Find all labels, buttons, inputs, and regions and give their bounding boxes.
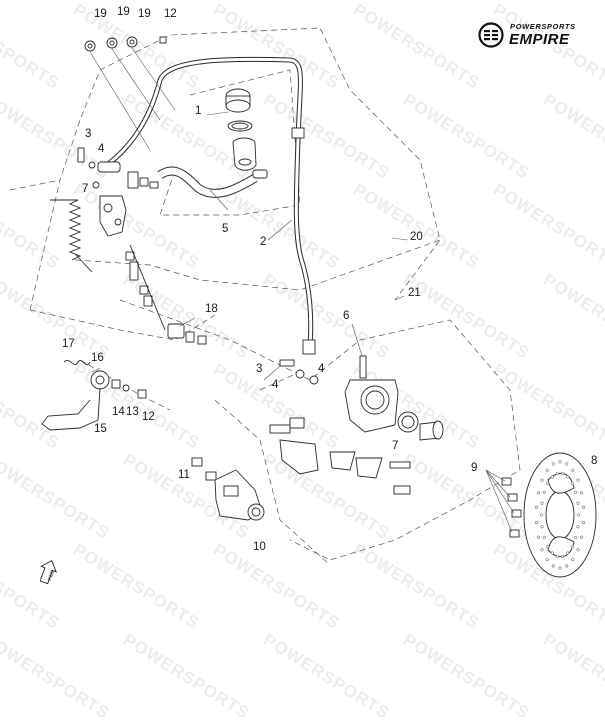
disc-hole [576,525,580,529]
assembly-boundary-lines [9,27,521,566]
disc-hole [540,548,544,552]
disc-hole [546,545,550,549]
callout-number: 4 [272,379,279,391]
disc-hole [545,468,549,472]
disc-hole [545,558,549,562]
callout-number: 4 [98,143,105,155]
callout-number: 19 [117,6,130,18]
callout-number: 9 [471,462,478,474]
callout-number: 17 [62,338,75,350]
watermark-text: POWERSPORTS [399,630,534,724]
disc-hole [534,505,538,509]
callout-number: 6 [343,310,350,322]
disc-hole [550,551,554,555]
callout-number: 3 [256,363,263,375]
disc-hole [566,551,570,555]
disc-hole [582,521,586,525]
disc-hole [539,513,543,517]
disc-hole [540,501,544,505]
disc-hole [577,513,581,517]
disc-hole [561,554,565,558]
callout-number: 4 [318,363,325,375]
disc-hole [555,554,559,558]
disc-hole [540,478,544,482]
disc-hole [542,490,546,494]
callout-number: 11 [178,469,190,481]
callout-number: 14 [112,406,125,418]
disc-hole [536,491,540,495]
callout-number: 8 [591,455,598,467]
callout-number: 5 [222,223,229,235]
disc-hole [565,564,569,568]
disc-hole [536,535,540,539]
brand-name: EMPIRE [509,31,570,48]
callout-number: 13 [126,406,139,418]
disc-hole [558,566,562,570]
watermark-text: POWERSPORTS [539,630,605,724]
disc-hole [550,475,554,479]
callout-number: 21 [408,287,421,299]
watermark-text: POWERSPORTS [0,630,114,724]
disc-hole [558,460,562,464]
callout-number: 19 [138,8,151,20]
watermark-text: POWERSPORTS [119,630,254,724]
fwd-label: FWD [47,569,57,582]
disc-hole [551,462,555,466]
exploded-view-drawing [9,27,597,578]
disc-hole [574,536,578,540]
disc-hole [582,505,586,509]
disc-hole [574,490,578,494]
disc-hole [571,468,575,472]
brand-tagline: POWERSPORTS [510,22,576,31]
callout-number: 7 [82,183,89,195]
disc-hole [580,491,584,495]
callout-number: 3 [85,128,92,140]
disc-hole [571,558,575,562]
disc-hole [570,545,574,549]
callout-number: 18 [205,303,218,315]
callout-number: 19 [94,8,107,20]
disc-hole [565,462,569,466]
callout-number: 10 [253,541,266,553]
disc-hole [576,548,580,552]
forward-arrow-icon: FWD [40,560,57,585]
disc-hole [561,472,565,476]
disc-hole [551,564,555,568]
callout-number: 20 [410,231,423,243]
brand-emblem-icon [478,22,504,48]
disc-hole [566,475,570,479]
callout-number: 12 [164,8,177,20]
disc-hole [576,478,580,482]
callout-number: 7 [392,440,399,452]
disc-hole [534,521,538,525]
disc-hole [576,501,580,505]
brand-logo: POWERSPORTS EMPIRE [478,22,588,48]
disc-hole [546,481,550,485]
disc-hole [555,472,559,476]
callout-number: 12 [142,411,155,423]
callout-number: 2 [260,236,267,248]
callout-number: 16 [91,352,104,364]
callout-number: 1 [195,105,202,117]
watermark-text: POWERSPORTS [259,630,394,724]
callout-number: 15 [94,423,107,435]
disc-hole [570,481,574,485]
disc-hole [580,535,584,539]
disc-hole [540,525,544,529]
disc-hole [542,536,546,540]
